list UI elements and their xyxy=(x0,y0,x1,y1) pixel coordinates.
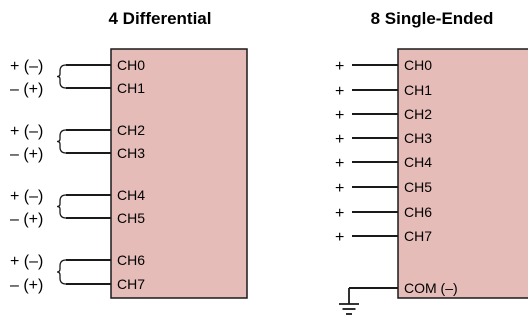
diff-pair3-neg-sign: – (+) xyxy=(10,211,43,228)
se-ch5-sign: + xyxy=(335,180,344,197)
se-ch5-label: CH5 xyxy=(404,179,432,195)
single-ended-block xyxy=(397,48,528,299)
se-ch3-label: CH3 xyxy=(404,130,432,146)
brace-icon xyxy=(56,194,67,219)
diff-pair4-pos-sign: + (–) xyxy=(10,253,43,270)
se-ch3-sign: + xyxy=(335,131,344,148)
single-ended-title: 8 Single-Ended xyxy=(371,9,494,28)
brace-icon xyxy=(56,259,67,285)
diff-pair2-neg-sign: – (+) xyxy=(10,146,43,163)
ground-icon xyxy=(339,288,359,315)
diff-ch1-label: CH1 xyxy=(117,80,145,96)
se-ch4-sign: + xyxy=(335,155,344,172)
com-label: COM (–) xyxy=(404,280,458,296)
diff-ch3-label: CH3 xyxy=(117,145,145,161)
se-ch7-label: CH7 xyxy=(404,228,432,244)
differential-title: 4 Differential xyxy=(109,9,212,28)
diff-pair1-pos-sign: + (–) xyxy=(10,58,43,75)
diff-pair2-pos-sign: + (–) xyxy=(10,123,43,140)
se-ch2-sign: + xyxy=(335,107,344,124)
se-ch1-label: CH1 xyxy=(404,82,432,98)
diff-ch2-label: CH2 xyxy=(117,122,145,138)
se-ch0-label: CH0 xyxy=(404,57,432,73)
diff-ch5-label: CH5 xyxy=(117,210,145,226)
differential-block xyxy=(110,48,248,299)
diff-ch4-label: CH4 xyxy=(117,187,145,203)
se-ch2-label: CH2 xyxy=(404,106,432,122)
diff-pair4-neg-sign: – (+) xyxy=(10,277,43,294)
diff-ch7-label: CH7 xyxy=(117,276,145,292)
se-ch4-label: CH4 xyxy=(404,154,432,170)
brace-icon xyxy=(56,64,67,89)
single-ended-channels: + + + + + + + + CH0 CH1 CH2 CH3 CH4 CH5 … xyxy=(335,57,458,315)
diff-ch6-label: CH6 xyxy=(117,252,145,268)
diff-ch0-label: CH0 xyxy=(117,57,145,73)
diff-pair3-pos-sign: + (–) xyxy=(10,188,43,205)
se-ch6-label: CH6 xyxy=(404,204,432,220)
se-ch6-sign: + xyxy=(335,205,344,222)
differential-channels: CH0 CH1 + (–) – (+) CH2 CH3 + (–) – (+) … xyxy=(10,57,145,294)
se-ch0-sign: + xyxy=(335,58,344,75)
se-ch1-sign: + xyxy=(335,83,344,100)
brace-icon xyxy=(56,129,67,154)
diff-pair1-neg-sign: – (+) xyxy=(10,81,43,98)
se-ch7-sign: + xyxy=(335,229,344,246)
